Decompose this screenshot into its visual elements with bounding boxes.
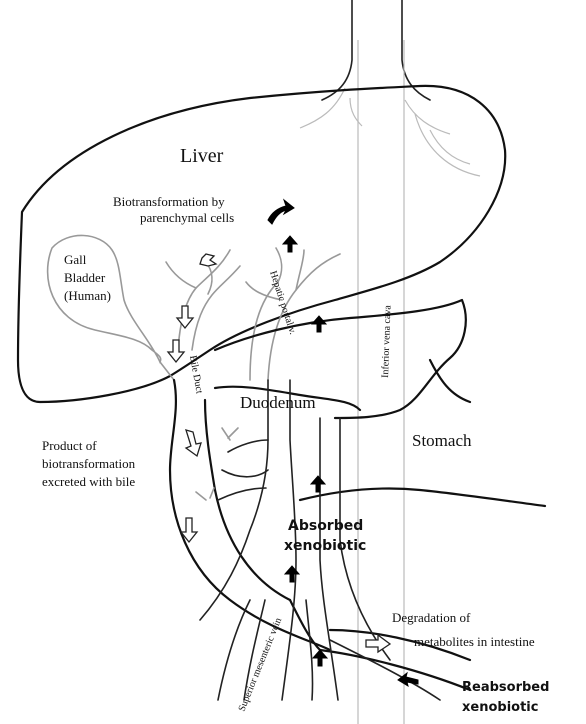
gall-bladder-label-line3: (Human): [64, 288, 111, 303]
hepatic-portal-label: Hepatic portal v.: [267, 270, 298, 336]
duodenum-label: Duodenum: [240, 393, 316, 412]
gall-bladder-label-line1: Gall: [64, 252, 87, 267]
product-label-line3: excreted with bile: [42, 474, 135, 489]
hollow-arrow-4: [186, 430, 201, 456]
reabsorbed-label-line2: xenobiotic: [462, 700, 538, 715]
inferior-vena-cava-label: Inferior vena cava: [380, 304, 394, 378]
bile-duct-label: Bile Duct: [187, 355, 205, 395]
reabsorbed-label-line1: Reabsorbed: [462, 680, 549, 695]
gall-bladder-label-line2: Bladder: [64, 270, 106, 285]
solid-arrow-3: [312, 316, 326, 332]
degradation-label-line1: Degradation of: [392, 610, 471, 625]
absorbed-label-line1: Absorbed: [288, 518, 363, 534]
absorbed-label-line2: xenobiotic: [284, 538, 366, 554]
liver-label: Liver: [180, 145, 224, 167]
superior-mesenteric-label: Superior mesenteric vein: [237, 616, 285, 713]
solid-arrow-4: [311, 476, 325, 492]
solid-arrow-2: [283, 236, 297, 252]
product-label-line1: Product of: [42, 438, 97, 453]
solid-arrow-6: [313, 650, 327, 666]
hollow-arrow-2: [177, 306, 193, 328]
solid-arrow-1: [268, 200, 294, 224]
biotransformation-label-line2: parenchymal cells: [140, 210, 234, 225]
stomach-label: Stomach: [412, 431, 472, 450]
biotransformation-label-line1: Biotransformation by: [113, 194, 225, 209]
hollow-arrow-1: [200, 254, 216, 266]
solid-arrow-5: [285, 566, 299, 582]
hollow-arrow-6: [366, 635, 390, 652]
product-label-line2: biotransformation: [42, 456, 136, 471]
bile-duct-branches: [160, 250, 240, 380]
degradation-label-line2: metabolites in intestine: [414, 634, 535, 649]
hollow-arrow-3: [168, 340, 184, 362]
